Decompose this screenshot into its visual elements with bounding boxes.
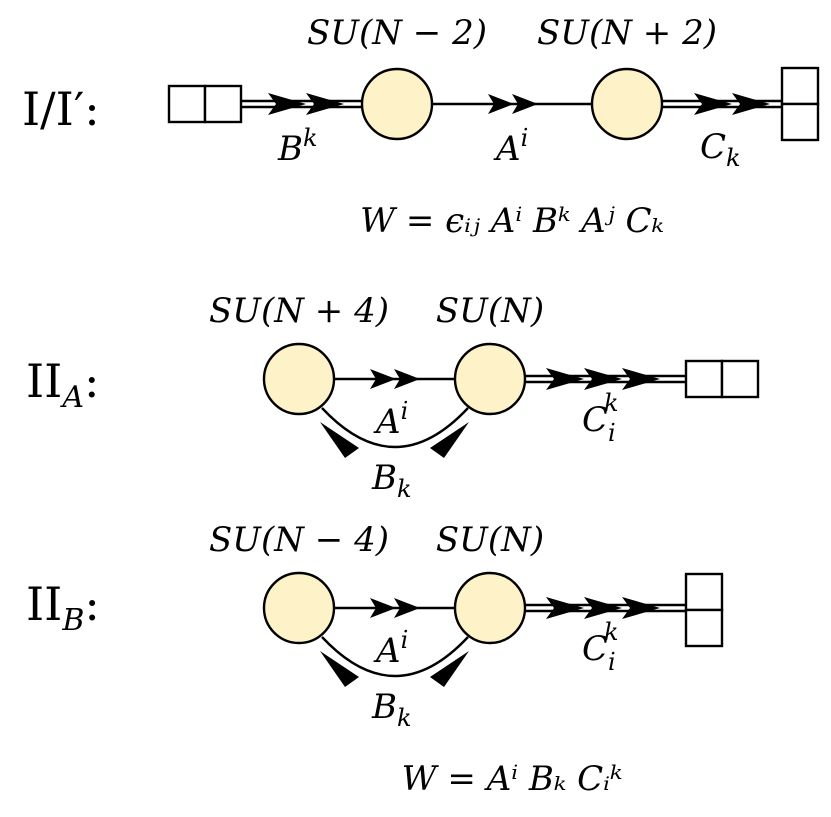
gauge-label-left: SU(N − 4) [209, 520, 389, 560]
flavor-box [203, 84, 243, 124]
quiver-label-IIB: IIB: [26, 577, 100, 638]
gauge-label-right: SU(N + 2) [537, 13, 717, 53]
gauge-label-left: SU(N + 4) [209, 291, 389, 331]
arrowhead [394, 369, 420, 389]
gauge-node [360, 67, 434, 141]
arrowhead [488, 94, 514, 114]
arrowhead [394, 598, 420, 618]
arrowhead [320, 651, 359, 687]
edge-B [321, 407, 469, 449]
arrowhead [694, 93, 732, 115]
field-label-B: Bk [371, 458, 412, 503]
arrowhead [584, 597, 622, 619]
quiver-IIA: IIA: SU(N + 4) SU(N) Ai Bk Cik [26, 291, 760, 503]
gauge-label-left: SU(N − 2) [307, 13, 487, 53]
arrowhead [430, 651, 469, 687]
arrowhead [370, 598, 396, 618]
flavor-box [684, 359, 724, 399]
arrowhead [622, 597, 660, 619]
gauge-node [590, 67, 664, 141]
quiver-IIB: IIB: SU(N − 4) SU(N) Ai Bk Cik W = Aⁱ Bₖ… [26, 520, 724, 799]
field-label-A: Ai [373, 397, 408, 442]
arrowhead [622, 368, 660, 390]
arrowhead [546, 368, 584, 390]
flavor-box [684, 608, 724, 648]
gauge-node [262, 571, 336, 645]
arrowhead [512, 94, 538, 114]
flavor-box [167, 84, 207, 124]
arrowhead [546, 597, 584, 619]
field-label-A: Ai [493, 124, 528, 169]
superpotential: W = Aⁱ Bₖ Cᵢᵏ [402, 759, 623, 799]
gauge-node [453, 571, 527, 645]
field-label-B: Bk [277, 124, 318, 169]
arrowhead [306, 93, 344, 115]
superpotential: W = ϵᵢⱼ Aⁱ Bᵏ Aʲ Cₖ [360, 201, 664, 241]
edge-B [321, 636, 469, 678]
arrowhead [732, 93, 770, 115]
flavor-box [780, 102, 820, 142]
gauge-label-right: SU(N) [436, 291, 544, 331]
field-label-C: Ck [700, 127, 741, 172]
arrowhead [584, 368, 622, 390]
field-label-B: Bk [371, 687, 412, 732]
quiver-label-I: I/I′: [22, 82, 100, 136]
arrowhead [320, 422, 359, 458]
flavor-box [720, 359, 760, 399]
field-label-C: Cik [582, 389, 619, 447]
quiver-I: I/I′: SU(N − 2) SU(N + 2) Bk Ai Ck W = ϵ… [22, 13, 820, 241]
gauge-node [453, 342, 527, 416]
field-label-A: Ai [373, 626, 408, 671]
gauge-node [262, 342, 336, 416]
arrowhead [430, 422, 469, 458]
gauge-label-right: SU(N) [436, 520, 544, 560]
arrowhead [268, 93, 306, 115]
field-label-C: Cik [582, 618, 619, 676]
flavor-box [780, 66, 820, 106]
arrowhead [370, 369, 396, 389]
flavor-box [684, 572, 724, 612]
quiver-label-IIA: IIA: [26, 354, 100, 415]
